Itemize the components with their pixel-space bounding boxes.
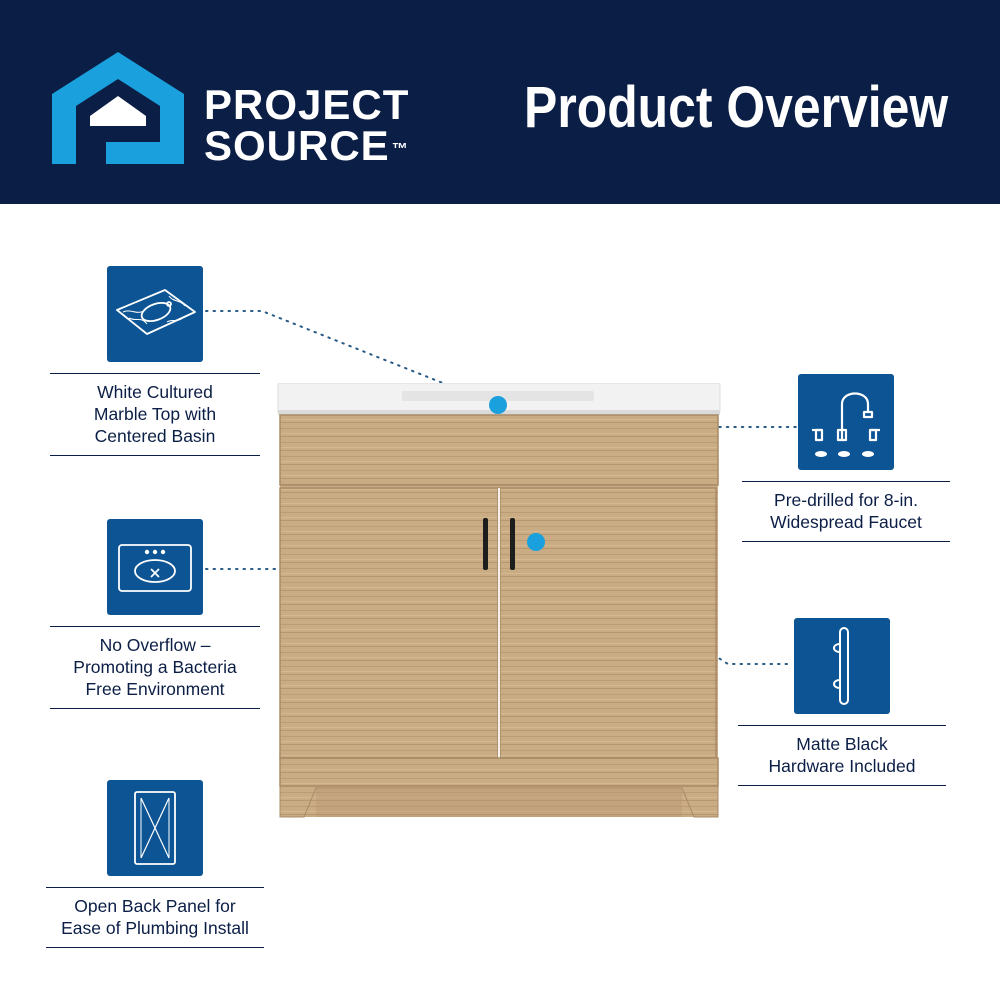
caption-line: Pre-drilled for 8-in. <box>774 490 918 510</box>
left-door <box>279 487 499 759</box>
caption-line: Free Environment <box>85 679 225 699</box>
caption-line: Widespread Faucet <box>770 512 922 532</box>
project-source-logo-icon <box>52 52 184 164</box>
vanity-illustration <box>277 383 721 818</box>
feature-tile <box>794 618 890 714</box>
caption-line: Matte Black <box>796 734 888 754</box>
caption-line: Hardware Included <box>768 756 916 776</box>
feature-marble-top: White Cultured Marble Top with Centered … <box>50 266 260 456</box>
feature-hardware: Matte Black Hardware Included <box>738 618 946 786</box>
caption-line: White Cultured <box>97 382 213 402</box>
feature-faucet: Pre-drilled for 8-in. Widespread Faucet <box>742 374 950 542</box>
feature-open-back-panel: Open Back Panel for Ease of Plumbing Ins… <box>46 780 264 948</box>
basin-opening <box>402 391 594 401</box>
caption-line: Open Back Panel for <box>74 896 236 916</box>
left-handle <box>483 518 488 570</box>
open-back-panel-icon <box>134 791 176 865</box>
right-handle <box>510 518 515 570</box>
caption-line: Centered Basin <box>94 426 216 446</box>
feature-caption: No Overflow – Promoting a Bacteria Free … <box>50 626 260 709</box>
brand-trademark: ™ <box>391 141 409 158</box>
brand-line-2: SOURCE <box>204 122 390 169</box>
toe-kick <box>279 785 719 818</box>
caption-line: Promoting a Bacteria <box>73 657 237 677</box>
marble-top-icon <box>116 289 196 335</box>
caption-line: No Overflow – <box>99 635 211 655</box>
handle-hardware-icon <box>833 627 849 705</box>
feature-tile <box>798 374 894 470</box>
feature-caption: White Cultured Marble Top with Centered … <box>50 373 260 456</box>
brand-line-1: PROJECT <box>204 81 410 128</box>
feature-tile <box>107 780 203 876</box>
feature-tile <box>107 519 203 615</box>
feature-caption: Open Back Panel for Ease of Plumbing Ins… <box>46 887 264 948</box>
feature-caption: Pre-drilled for 8-in. Widespread Faucet <box>742 481 950 542</box>
caption-line: Ease of Plumbing Install <box>61 918 249 938</box>
feature-no-overflow: No Overflow – Promoting a Bacteria Free … <box>50 519 260 709</box>
right-door <box>499 487 717 759</box>
feature-caption: Matte Black Hardware Included <box>738 725 946 786</box>
page-title: Product Overview <box>523 75 948 140</box>
feature-tile <box>107 266 203 362</box>
no-overflow-sink-icon <box>118 544 192 592</box>
faucet-icon <box>812 392 880 457</box>
false-drawer <box>279 414 719 486</box>
caption-line: Marble Top with <box>93 404 217 424</box>
